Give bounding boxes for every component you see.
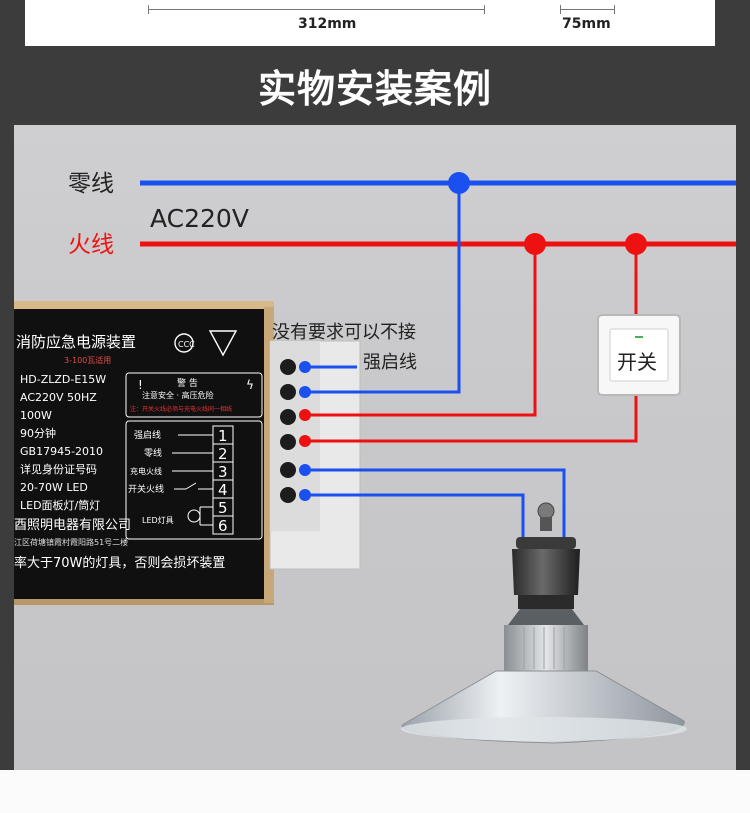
dimension-card: 312mm 75mm: [25, 0, 715, 46]
switch-live-wire: [305, 244, 638, 443]
terminal-label-1: 强启线: [134, 429, 161, 441]
lamp-wire-positive: [305, 468, 566, 540]
warning-line1: 注意安全 · 高压危险: [142, 390, 214, 400]
device-subtitle: 3-100瓦适用: [64, 355, 111, 365]
terminal-number-6: 6: [218, 517, 228, 535]
dimension-width-label: 312mm: [298, 16, 357, 32]
terminal-label-6: LED灯具: [142, 515, 174, 525]
warning-box: [125, 372, 263, 418]
dimension-depth-label: 75mm: [562, 16, 611, 32]
terminal-number-5: 5: [218, 499, 228, 517]
wall-switch: 开关: [597, 314, 681, 396]
switch-live-junction: [625, 233, 647, 255]
terminal-number-2: 2: [218, 445, 228, 463]
switch-label: 开关: [617, 350, 657, 374]
dimension-line-depth: [560, 5, 615, 14]
device-address: 江区荷塘镇霞村霞阳路51号二楼: [14, 537, 128, 547]
neutral-junction: [448, 172, 470, 194]
charge-live-wire: [305, 244, 537, 417]
terminal-diagram: [125, 420, 263, 540]
terminal-label-3: 充电火线: [130, 466, 162, 476]
warning-line2: 注：开关火线必须与充电火线同一相线: [130, 405, 232, 413]
wiring-diagram: 零线 火线 AC220V 消防应急电源装置 CCC 3-100瓦适用 HD-ZL…: [14, 171, 736, 744]
lamp-wire-negative: [305, 493, 525, 540]
spec-voltage: AC220V 50HZ: [20, 391, 97, 404]
dimension-line-width: [148, 5, 485, 14]
terminal-number-1: 1: [218, 427, 228, 445]
spec-id: 详见身份证号码: [20, 462, 97, 476]
note-force-start: 强启线: [363, 352, 417, 373]
terminal-number-3: 3: [218, 463, 228, 481]
svg-text:ϟ: ϟ: [246, 378, 254, 392]
spec-lamp-type: LED面板灯/筒灯: [20, 498, 100, 512]
terminal-label-2: 零线: [144, 447, 162, 459]
device-warning: 率大于70W的灯具，否则会损坏装置: [14, 555, 225, 571]
svg-text:!: !: [138, 378, 143, 392]
live-label: 火线: [68, 232, 114, 258]
device-title: 消防应急电源装置: [16, 333, 136, 351]
svg-text:CCC: CCC: [178, 340, 195, 349]
warning-title: 警 告: [177, 377, 198, 389]
section-heading: 实物安装案例: [257, 67, 492, 111]
neutral-label: 零线: [68, 171, 114, 197]
bottom-band: [0, 770, 750, 813]
ccc-mark-icon: [174, 333, 194, 353]
device-company: 酉照明电器有限公司: [14, 518, 131, 533]
neutral-wire: [305, 183, 461, 394]
spec-duration: 90分钟: [20, 426, 56, 440]
fire-mark-icon: [208, 330, 238, 357]
spec-model: HD-ZLZD-E15W: [20, 373, 106, 386]
terminal-label-4: 开关火线: [128, 483, 164, 495]
emergency-power-device: 消防应急电源装置 CCC 3-100瓦适用 HD-ZLZD-E15W AC220…: [14, 301, 361, 605]
spec-power: 100W: [20, 409, 52, 422]
voltage-label: AC220V: [150, 204, 249, 233]
spec-led-range: 20-70W LED: [20, 481, 88, 494]
installation-photo: 零线 火线 AC220V 消防应急电源装置 CCC 3-100瓦适用 HD-ZL…: [14, 125, 736, 770]
spec-standard: GB17945-2010: [20, 445, 103, 458]
lamp-symbol-icon: [187, 509, 201, 523]
note-optional: 没有要求可以不接: [272, 322, 416, 343]
screw-terminals: [280, 359, 296, 503]
pendant-lamp: [401, 502, 687, 744]
charge-live-junction: [524, 233, 546, 255]
terminal-number-4: 4: [218, 481, 228, 499]
